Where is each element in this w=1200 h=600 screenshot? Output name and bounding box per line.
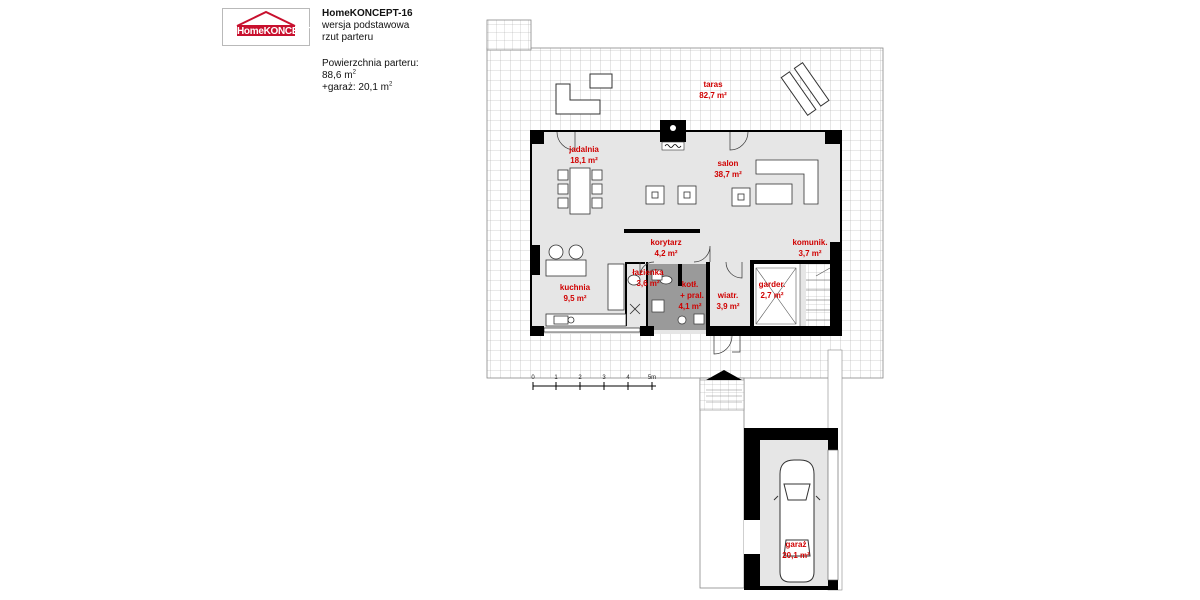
scale-tick-1: 1: [554, 375, 558, 381]
doors: [556, 131, 749, 355]
room-garder-area: 2,7 m²: [760, 291, 783, 300]
room-kuchnia-name: kuchnia: [560, 283, 591, 292]
area-label: Powierzchnia parteru:: [322, 58, 419, 69]
sofa: [645, 159, 819, 207]
boiler-room-fixtures: [651, 269, 705, 325]
scale-tick-5: 5m: [648, 375, 656, 381]
room-wiatr-name: wiatr.: [717, 291, 738, 300]
terrace-furniture: [555, 61, 830, 116]
scale-tick-3: 3: [602, 375, 606, 381]
stairs: [806, 267, 831, 321]
company-logo: HomeKONCEPT: [222, 8, 311, 46]
room-komunik-name: komunik.: [792, 238, 827, 247]
room-wiatr-area: 3,9 m²: [716, 302, 739, 311]
logo-home: Home: [237, 26, 264, 37]
room-salon-name: salon: [718, 159, 739, 168]
garage-value: +garaż: 20,1 m2: [322, 81, 393, 93]
project-view: rzut parteru: [322, 32, 374, 43]
room-komunik-area: 3,7 m²: [798, 249, 821, 258]
room-jadalnia-area: 18,1 m²: [570, 156, 598, 165]
car-icon: [773, 459, 821, 583]
room-kuchnia-area: 9,5 m²: [563, 294, 586, 303]
room-kotl-name: kotł.: [682, 280, 698, 289]
fireplace-icon: [661, 125, 685, 151]
walls: [530, 120, 842, 336]
scale-tick-0: 0: [531, 375, 535, 381]
logo-koncept: KONCEPT: [263, 26, 311, 37]
room-korytarz-name: korytarz: [650, 238, 681, 247]
room-jadalnia-name: jadalnia: [568, 145, 599, 154]
room-salon-area: 38,7 m²: [714, 170, 742, 179]
room-labels: taras 82,7 m² jadalnia 18,1 m² salon 38,…: [560, 80, 828, 560]
room-garaz-area: 20,1 m²: [782, 551, 810, 560]
dining-table: [557, 167, 603, 215]
room-taras-area: 82,7 m²: [699, 91, 727, 100]
room-lazienka-area: 3,6 m²: [636, 279, 659, 288]
area-value: 88,6 m2: [322, 69, 356, 81]
room-garder-name: garder.: [759, 280, 786, 289]
kitchen-furniture: [545, 244, 641, 327]
room-taras-name: taras: [703, 80, 723, 89]
project-title: HomeKONCEPT-16: [322, 8, 413, 19]
house-roof-icon: [236, 10, 296, 36]
project-subtitle: wersja podstawowa: [322, 20, 410, 31]
room-korytarz-area: 4,2 m²: [654, 249, 677, 258]
room-kotl-name2: + pral.: [680, 291, 704, 300]
garage: [744, 428, 839, 590]
project-info: HomeKONCEPT-16 wersja podstawowa rzut pa…: [322, 8, 413, 44]
entrance-arrow-icon: [706, 370, 742, 403]
logo-wordmark: HomeKONCEPT: [237, 26, 311, 37]
scale-tick-4: 4: [626, 375, 630, 381]
room-kotl-area: 4,1 m²: [678, 302, 701, 311]
scale-tick-2: 2: [578, 375, 582, 381]
room-lazienka-name: łazienka: [632, 268, 664, 277]
wardrobe: [755, 267, 797, 325]
room-garaz-name: garaż: [786, 540, 807, 549]
area-info: Powierzchnia parteru: 88,6 m2 +garaż: 20…: [322, 58, 419, 94]
scale-bar: 0 1 2 3 4 5m: [531, 375, 656, 390]
